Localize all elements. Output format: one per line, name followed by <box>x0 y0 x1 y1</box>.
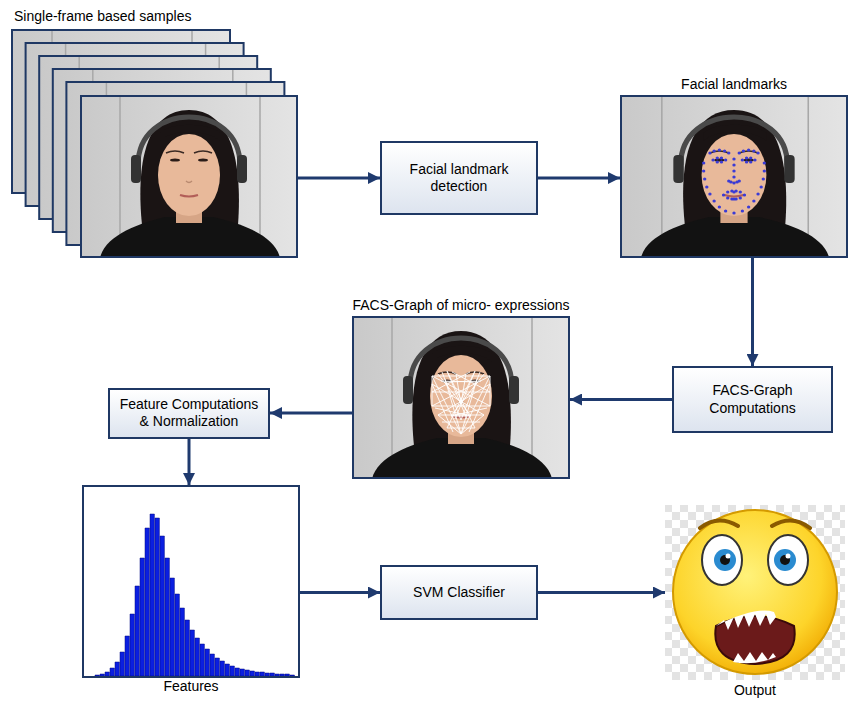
box-label: Facial landmark detection <box>390 161 528 196</box>
box-label: SVM Classifier <box>413 584 505 602</box>
flow-arrow <box>570 398 672 401</box>
landmark-overlay <box>704 150 765 213</box>
sample-stack <box>12 30 298 258</box>
flow-arrow <box>188 439 191 486</box>
flow-arrow <box>538 591 665 594</box>
landmark-photo <box>620 95 848 258</box>
flow-arrow <box>270 412 352 415</box>
emoji-teeth <box>733 652 776 663</box>
emoji-brows <box>700 520 810 528</box>
image-panel: Facial landmarks <box>620 95 848 258</box>
emoji-face <box>673 510 837 674</box>
flow-arrow <box>751 258 754 366</box>
process-box: SVM Classifier <box>380 565 538 620</box>
chart-panel: Features <box>82 485 300 678</box>
emoji-glint <box>786 554 791 559</box>
sample-frame <box>80 95 298 258</box>
graph-overlay <box>432 371 490 434</box>
box-label: Feature Computations & Normalization <box>118 396 260 431</box>
panel-caption: Facial landmarks <box>681 76 787 93</box>
panel-caption: Output <box>734 682 776 699</box>
checker-ground <box>665 505 845 680</box>
emoji-iris <box>714 549 736 571</box>
process-box: FACS-Graph Computations <box>672 366 833 433</box>
panel-caption: Features <box>163 678 218 695</box>
graph-photo <box>352 316 570 479</box>
flow-arrow <box>298 177 380 180</box>
panel-caption: Single-frame based samples <box>14 8 191 25</box>
flow-arrow <box>538 177 620 180</box>
output-panel: Output <box>665 505 845 680</box>
emoji-glint <box>726 554 731 559</box>
box-label: FACS-Graph Computations <box>682 382 823 417</box>
emoji-eye <box>702 535 742 585</box>
emoji-eye <box>768 535 808 585</box>
histogram-bars <box>95 514 294 676</box>
image-stack: Single-frame based samples <box>80 95 298 258</box>
emoji <box>665 505 845 680</box>
image-panel: FACS-Graph of micro- expressions <box>352 316 570 479</box>
chart-ground <box>82 485 300 678</box>
flow-arrow <box>300 591 380 594</box>
process-box: Feature Computations & Normalization <box>108 388 270 439</box>
process-box: Facial landmark detection <box>380 141 538 215</box>
panel-caption: FACS-Graph of micro- expressions <box>352 297 569 314</box>
emoji-iris <box>774 549 796 571</box>
emoji-teeth <box>716 611 776 630</box>
